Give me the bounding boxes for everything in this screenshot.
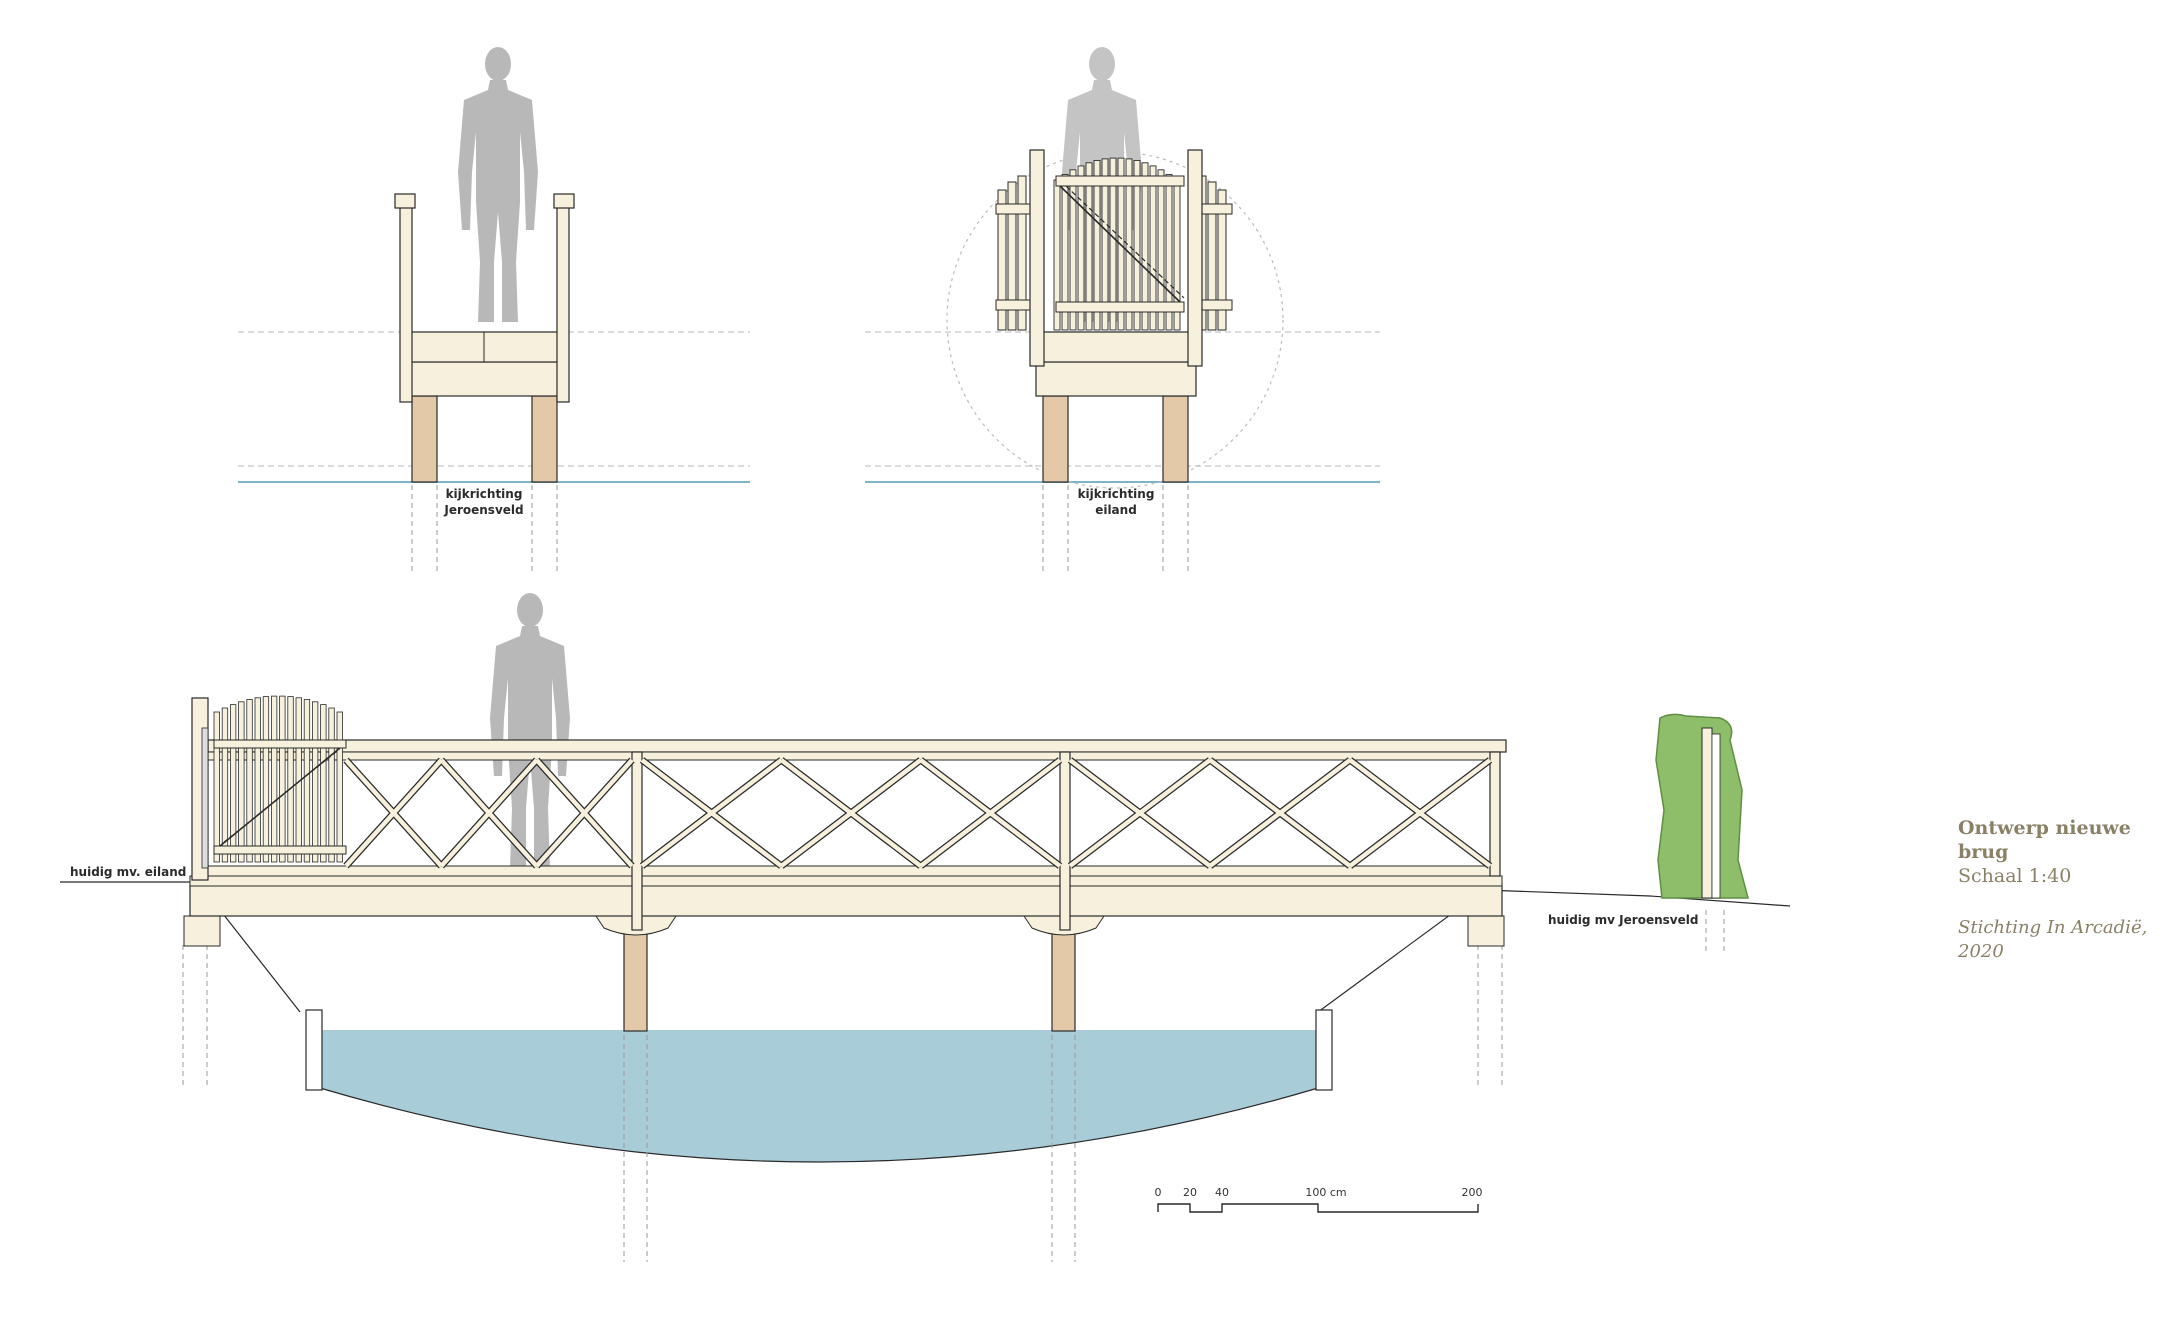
water-body — [320, 1030, 1318, 1162]
gate-picket — [1109, 157, 1117, 331]
gate-picket — [1069, 169, 1077, 331]
end-view-eiland: kijkrichting eiland — [865, 47, 1380, 572]
lattice-brace — [439, 758, 539, 868]
view-label-jeroensveld-2: Jeroensveld — [443, 503, 523, 517]
gate-picket — [287, 696, 294, 863]
lattice-brace — [344, 758, 444, 868]
view-label-eiland-1: kijkrichting — [1078, 487, 1155, 501]
lattice-brace — [919, 758, 1062, 868]
gate-picket — [1141, 162, 1149, 331]
lattice-brace — [779, 758, 923, 868]
gate-picket — [270, 695, 278, 863]
view-label-jeroensveld-1: kijkrichting — [446, 487, 523, 501]
gate-picket — [1125, 158, 1133, 331]
scale-tick-0: 0 — [1155, 1186, 1162, 1199]
legend-credit: Stichting In Arcadië, 2020 — [1958, 917, 2148, 962]
gate-picket — [1133, 159, 1141, 331]
end-view-jeroensveld: kijkrichting Jeroensveld — [238, 47, 750, 572]
gate-picket — [213, 711, 220, 863]
gate-picket — [303, 699, 311, 863]
scale-tick-100: 100 cm — [1305, 1186, 1346, 1199]
gate-picket — [1077, 165, 1085, 331]
person-silhouette — [458, 47, 538, 322]
gate-picket — [229, 704, 237, 863]
gate-picket — [1093, 159, 1101, 331]
gate-picket — [1101, 158, 1109, 331]
gate-picket — [320, 704, 327, 863]
gate-picket — [1165, 174, 1173, 331]
scale-tick-200: 200 — [1462, 1186, 1483, 1199]
gate-picket — [311, 701, 319, 863]
gate-picket — [1085, 162, 1093, 331]
gate-picket — [1061, 174, 1069, 331]
ground-label-jeroensveld: huidig mv Jeroensveld — [1548, 913, 1698, 927]
hedge-section — [1655, 713, 1749, 899]
gate-picket — [279, 695, 286, 863]
lattice-brace — [640, 758, 783, 868]
gate-picket — [328, 707, 335, 863]
lattice-brace — [1068, 758, 1212, 868]
legend: Ontwerp nieuwe brug Schaal 1:40 Stichtin… — [1958, 816, 2182, 964]
side-elevation: huidig mv. eiland huidig mv Jeroensveld — [60, 593, 1791, 1262]
gate-picket — [1157, 169, 1165, 331]
legend-scale: Schaal 1:40 — [1958, 865, 2072, 887]
gate-picket — [221, 707, 229, 863]
gate-picket — [336, 711, 343, 863]
lattice-brace — [1348, 758, 1492, 868]
gate — [191, 695, 347, 881]
scale-tick-20: 20 — [1183, 1186, 1197, 1199]
scale-tick-40: 40 — [1215, 1186, 1229, 1199]
legend-title: Ontwerp nieuwe brug — [1958, 817, 2131, 863]
gate-picket — [246, 699, 253, 863]
scale-bar: 0 20 40 100 cm 200 — [1155, 1186, 1483, 1213]
gate-picket — [254, 697, 261, 863]
gate-picket — [238, 701, 245, 863]
view-label-eiland-2: eiland — [1095, 503, 1137, 517]
gate-picket — [1149, 165, 1157, 331]
ground-label-eiland: huidig mv. eiland — [70, 865, 186, 879]
gate-picket — [262, 696, 270, 863]
lattice-brace — [534, 758, 634, 868]
lattice-brace — [1208, 758, 1352, 868]
